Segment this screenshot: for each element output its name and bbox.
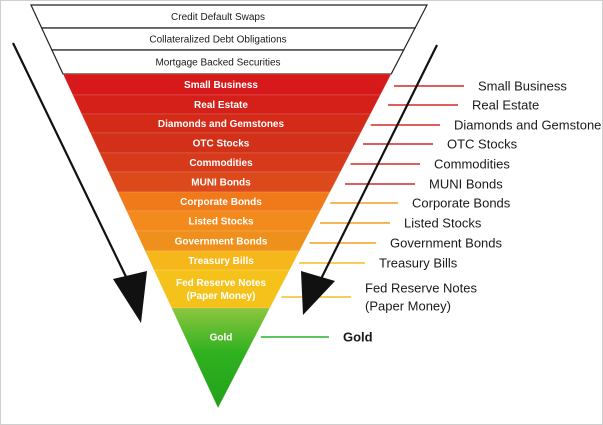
layer-label: Small Business xyxy=(184,80,258,91)
layer-band xyxy=(171,307,271,409)
layer-fed-reserve-notes-paper-money: Fed Reserve Notes(Paper Money) xyxy=(153,269,291,309)
right-arrow xyxy=(301,44,438,315)
callout-label: Small Business xyxy=(478,79,567,94)
layer-commodities: Commodities xyxy=(99,152,351,173)
callout-muni-bonds: MUNI Bonds xyxy=(345,177,503,192)
callout-real-estate: Real Estate xyxy=(388,98,539,113)
callout-label: Diamonds and Gemstones xyxy=(454,118,602,133)
callout-corporate-bonds: Corporate Bonds xyxy=(330,196,511,211)
callout-diamonds-and-gemstones: Diamonds and Gemstones xyxy=(370,118,602,133)
callout-label: Government Bonds xyxy=(390,236,503,251)
left-arrow xyxy=(12,42,147,323)
layer-treasury-bills: Treasury Bills xyxy=(144,250,300,271)
callout-government-bonds: Government Bonds xyxy=(309,236,503,251)
callout-listed-stocks: Listed Stocks xyxy=(320,216,482,231)
top-layer-credit-default-swaps: Credit Default Swaps xyxy=(30,4,428,29)
layer-label: OTC Stocks xyxy=(193,139,250,150)
callout-small-business: Small Business xyxy=(394,79,567,94)
callout-label: Corporate Bonds xyxy=(412,196,511,211)
layer-label: Diamonds and Gemstones xyxy=(158,119,285,130)
layer-government-bonds: Government Bonds xyxy=(135,230,311,252)
layer-diamonds-and-gemstones: Diamonds and Gemstones xyxy=(81,113,371,134)
top-layer-label: Collateralized Debt Obligations xyxy=(149,35,286,46)
callout-label: Treasury Bills xyxy=(379,256,458,271)
callout-label: Commodities xyxy=(434,157,510,172)
layer-gold: Gold xyxy=(171,307,271,409)
callout-label: Fed Reserve Notes(Paper Money) xyxy=(365,281,477,314)
top-layer-label: Credit Default Swaps xyxy=(171,12,265,23)
layer-muni-bonds: MUNI Bonds xyxy=(108,171,341,193)
layer-band xyxy=(153,269,291,309)
callout-label: Gold xyxy=(343,330,373,345)
callout-fed-reserve-notes-paper-money: Fed Reserve Notes(Paper Money) xyxy=(281,281,477,314)
layer-real-estate: Real Estate xyxy=(72,94,381,115)
layer-small-business: Small Business xyxy=(62,73,392,96)
layer-label: MUNI Bonds xyxy=(191,178,251,189)
layer-listed-stocks: Listed Stocks xyxy=(126,210,321,232)
top-layer-label: Mortgage Backed Securities xyxy=(155,58,280,69)
layer-label: Fed Reserve Notes(Paper Money) xyxy=(176,278,266,302)
callout-label: Real Estate xyxy=(472,98,539,113)
layer-label: Corporate Bonds xyxy=(180,197,262,208)
callout-otc-stocks: OTC Stocks xyxy=(363,137,518,152)
layer-otc-stocks: OTC Stocks xyxy=(89,132,362,154)
layer-label: Real Estate xyxy=(194,100,248,111)
top-layer-collateralized-debt-obligations: Collateralized Debt Obligations xyxy=(40,27,417,51)
callout-label: MUNI Bonds xyxy=(429,177,503,192)
layer-label: Government Bonds xyxy=(175,237,268,248)
layer-label: Listed Stocks xyxy=(188,217,253,228)
callout-label: OTC Stocks xyxy=(447,137,518,152)
top-layer-mortgage-backed-securities: Mortgage Backed Securities xyxy=(50,49,405,75)
layer-label: Gold xyxy=(210,333,233,344)
layer-corporate-bonds: Corporate Bonds xyxy=(117,191,331,212)
layer-label: Treasury Bills xyxy=(188,256,254,267)
callout-commodities: Commodities xyxy=(350,157,510,172)
callout-label: Listed Stocks xyxy=(404,216,482,231)
callout-treasury-bills: Treasury Bills xyxy=(299,256,458,271)
layer-label: Commodities xyxy=(189,158,253,169)
callout-gold: Gold xyxy=(260,330,373,345)
